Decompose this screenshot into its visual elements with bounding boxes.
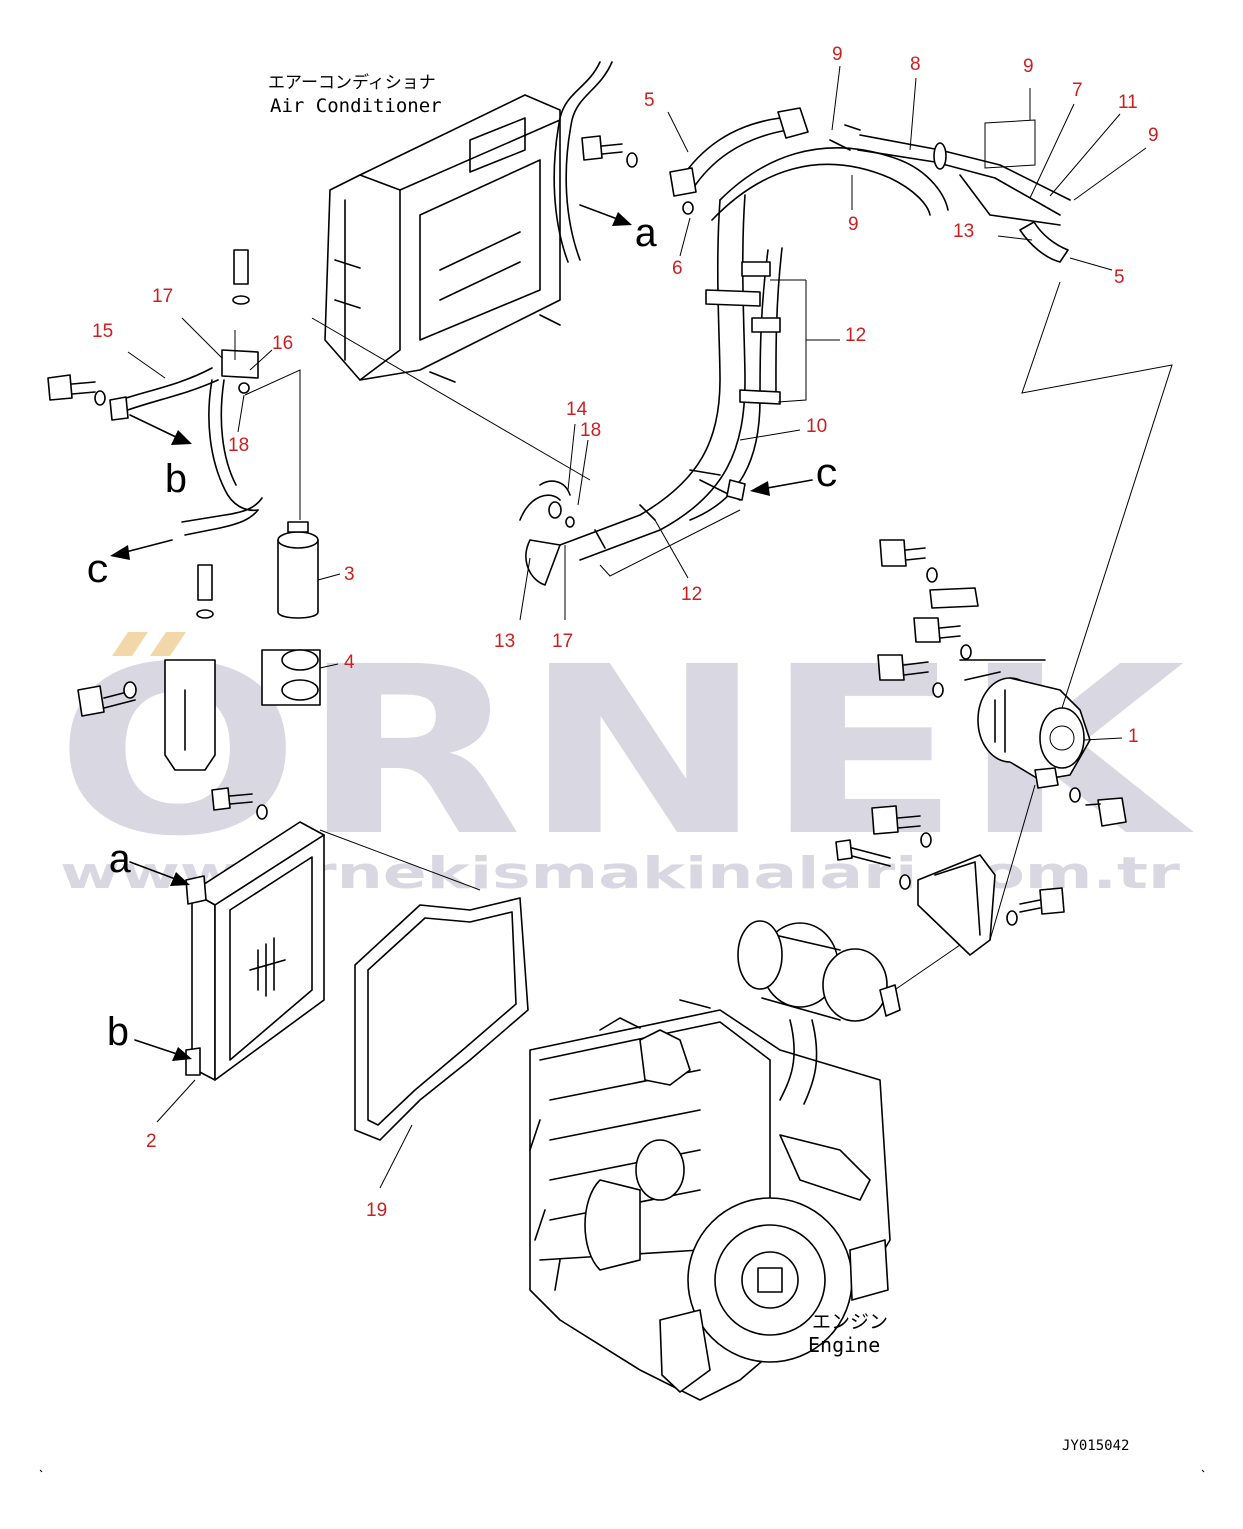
callout-17-a: 17 xyxy=(152,286,173,307)
gasket xyxy=(354,897,529,1141)
view-arrows xyxy=(110,204,813,1061)
compressor xyxy=(977,677,1127,827)
engine-label-jp: エンジン xyxy=(812,1311,888,1333)
view-letter-c-right: c xyxy=(815,454,839,499)
callout-4: 4 xyxy=(344,652,355,673)
callout-19: 19 xyxy=(366,1200,387,1221)
air-conditioner-label-en: Air Conditioner xyxy=(270,95,442,117)
callout-11: 11 xyxy=(1118,92,1138,113)
callout-leaders xyxy=(127,65,1147,1189)
view-letter-a-top: a xyxy=(634,214,658,259)
left-hose xyxy=(47,249,301,536)
callout-5-top: 5 xyxy=(644,90,655,111)
view-letter-c-left: c xyxy=(86,550,110,595)
condenser xyxy=(185,787,481,1081)
unit-hose xyxy=(553,61,613,263)
callout-17-b: 17 xyxy=(552,631,573,652)
callout-10: 10 xyxy=(806,416,827,437)
callout-13-b: 13 xyxy=(494,631,515,652)
leader-line-compressor xyxy=(1021,281,1173,709)
drier-bracket xyxy=(77,564,321,771)
callout-5-right: 5 xyxy=(1114,267,1125,288)
callouts: 1 2 3 4 5 5 6 7 8 9 9 9 9 10 11 12 12 13… xyxy=(92,44,1159,1221)
callout-8: 8 xyxy=(910,54,921,75)
leader-line-bracket xyxy=(989,784,1036,941)
main-hose xyxy=(519,194,783,586)
receiver-drier xyxy=(277,521,319,619)
callout-12-b: 12 xyxy=(681,584,702,605)
view-letter-a-bottom: a xyxy=(108,840,132,885)
callout-9-c: 9 xyxy=(1148,125,1159,146)
top-bolt xyxy=(581,135,638,168)
callout-6: 6 xyxy=(672,258,683,279)
callout-3: 3 xyxy=(344,564,355,585)
callout-14: 14 xyxy=(566,399,588,420)
drawing-code: JY015042 xyxy=(1062,1438,1129,1454)
callout-16: 16 xyxy=(272,333,293,354)
callout-1: 1 xyxy=(1128,726,1139,747)
upper-hose-assembly xyxy=(669,107,1071,263)
air-conditioner-label-jp: エアーコンディショナ xyxy=(268,72,436,93)
callout-12-a: 12 xyxy=(845,325,866,346)
callout-15: 15 xyxy=(92,321,113,342)
callout-13-a: 13 xyxy=(953,221,974,242)
view-letter-b-left: b xyxy=(164,460,188,505)
callout-2: 2 xyxy=(146,1131,157,1152)
corner-mark-right xyxy=(1201,1469,1205,1473)
callout-7: 7 xyxy=(1072,80,1083,101)
callout-18-b: 18 xyxy=(580,420,601,441)
view-letter-b-bottom: b xyxy=(106,1013,130,1058)
callout-9-a: 9 xyxy=(832,44,843,65)
callout-9-d: 9 xyxy=(848,214,859,235)
air-conditioner-unit: エアーコンディショナ Air Conditioner xyxy=(268,72,591,481)
engine: エンジン Engine xyxy=(529,920,901,1401)
compressor-bracket xyxy=(835,539,1065,1001)
callout-9-b: 9 xyxy=(1023,56,1034,77)
corner-mark-left xyxy=(39,1469,43,1473)
callout-18-a: 18 xyxy=(228,435,249,456)
engine-label-en: Engine xyxy=(808,1333,880,1357)
